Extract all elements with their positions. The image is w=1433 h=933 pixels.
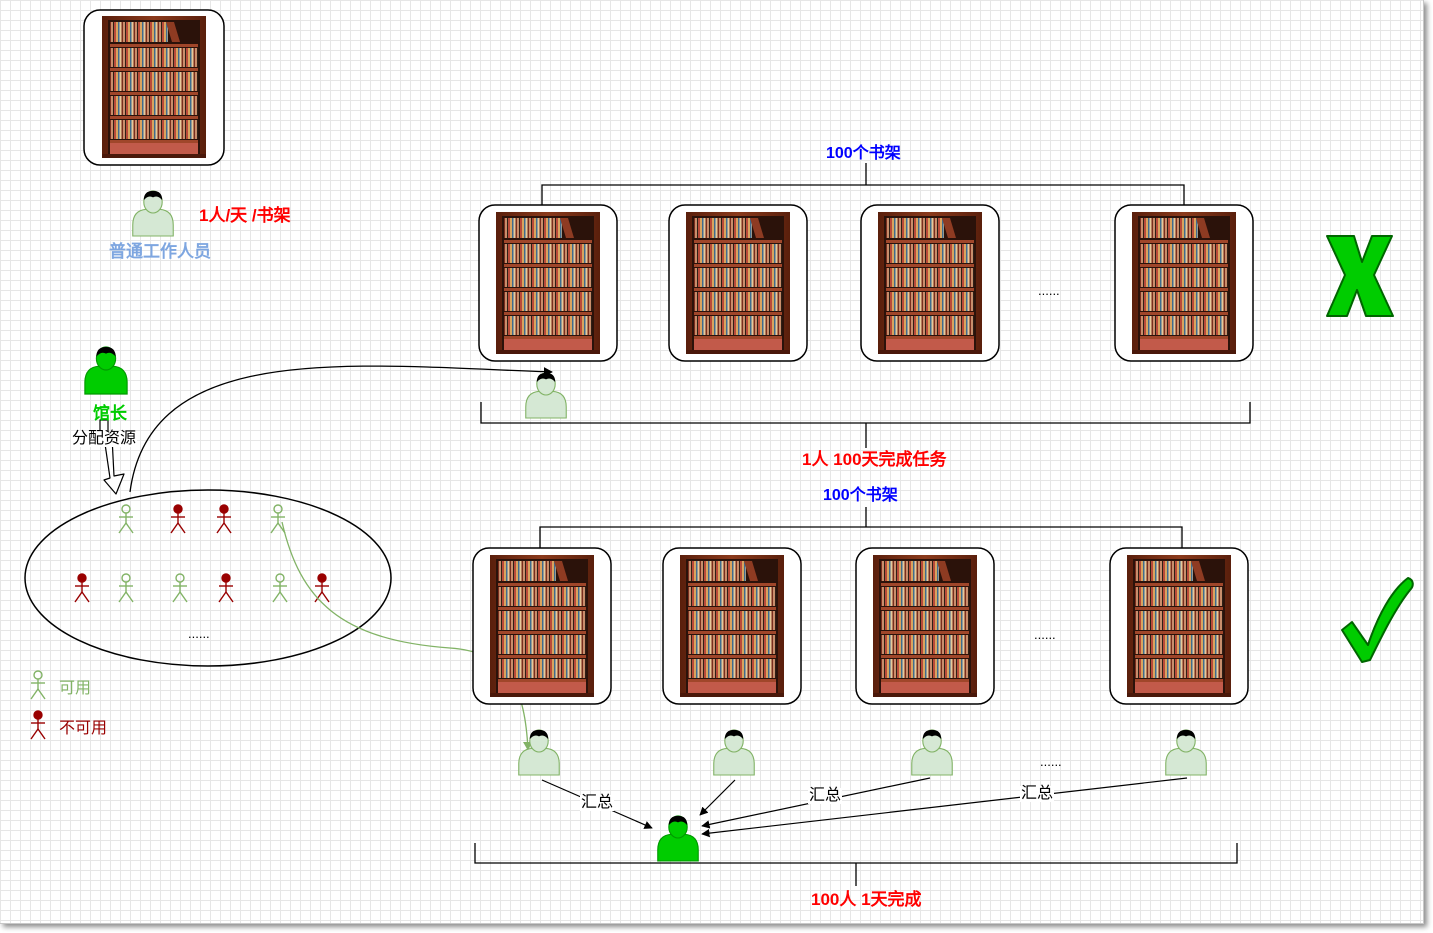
pool-available-icon bbox=[118, 504, 134, 534]
legend-available-icon bbox=[30, 670, 46, 700]
bottom-worker-1-icon bbox=[518, 729, 560, 776]
pool-available-icon bbox=[172, 573, 188, 603]
worker-person-icon bbox=[132, 190, 174, 237]
resource-pool-ellipse bbox=[24, 489, 392, 667]
pool-unavailable-icon bbox=[216, 504, 232, 534]
bottom-shelf-1 bbox=[472, 547, 612, 705]
bottom-shelves-connector bbox=[539, 507, 1183, 548]
pool-available-icon bbox=[118, 573, 134, 603]
pool-ellipsis: ...... bbox=[188, 626, 210, 641]
curator-label: 馆长 bbox=[93, 404, 127, 423]
pool-available-icon bbox=[272, 573, 288, 603]
legend-unavailable-label: 不可用 bbox=[59, 720, 108, 737]
bottom-shelves-ellipsis: ...... bbox=[1034, 627, 1056, 642]
top-shelf-1 bbox=[478, 204, 618, 362]
shelves-top-label: 100个书架 bbox=[826, 145, 901, 162]
single-bookshelf bbox=[83, 9, 225, 166]
pool-available-icon bbox=[270, 504, 286, 534]
top-shelves-ellipsis: ...... bbox=[1038, 283, 1060, 298]
legend-unavailable-icon bbox=[30, 710, 46, 740]
allocate-label: 分配资源 bbox=[71, 430, 138, 447]
pool-unavailable-icon bbox=[170, 504, 186, 534]
summary-label-1: 汇总 bbox=[580, 794, 615, 811]
summary-label-3: 汇总 bbox=[1020, 785, 1055, 802]
top-shelves-connector bbox=[541, 163, 1185, 206]
shelves-bottom-label: 100个书架 bbox=[823, 487, 898, 504]
single-result-label: 1人 100天完成任务 bbox=[802, 450, 947, 469]
top-shelf-3 bbox=[860, 204, 1000, 362]
allocate-arrow-to-top-worker bbox=[129, 365, 553, 493]
top-result-bracket bbox=[480, 402, 1251, 448]
wrong-x-icon bbox=[1326, 235, 1394, 317]
top-shelf-2 bbox=[668, 204, 808, 362]
worker-rate-label: 1人/天 /书架 bbox=[199, 206, 291, 225]
summary-label-2: 汇总 bbox=[808, 787, 843, 804]
pool-unavailable-icon bbox=[74, 573, 90, 603]
bottom-shelf-2 bbox=[662, 547, 802, 705]
top-shelf-4 bbox=[1114, 204, 1254, 362]
bottom-curator-person-icon bbox=[657, 815, 699, 862]
legend-available-label: 可用 bbox=[59, 680, 92, 697]
bottom-shelf-3 bbox=[855, 547, 995, 705]
bottom-shelf-4 bbox=[1109, 547, 1249, 705]
top-worker-person-icon bbox=[525, 372, 567, 419]
worker-role-label: 普通工作人员 bbox=[109, 242, 211, 261]
bottom-worker-3-icon bbox=[911, 729, 953, 776]
bottom-result-bracket bbox=[474, 843, 1238, 886]
parallel-result-label: 100人 1天完成 bbox=[811, 890, 922, 909]
summary-arrows bbox=[541, 777, 1188, 838]
bottom-worker-4-icon bbox=[1165, 729, 1207, 776]
pool-unavailable-icon bbox=[218, 573, 234, 603]
bottom-worker-2-icon bbox=[713, 729, 755, 776]
curator-person-icon bbox=[84, 346, 128, 395]
correct-check-icon bbox=[1341, 577, 1414, 663]
bottom-workers-ellipsis: ...... bbox=[1040, 754, 1062, 769]
